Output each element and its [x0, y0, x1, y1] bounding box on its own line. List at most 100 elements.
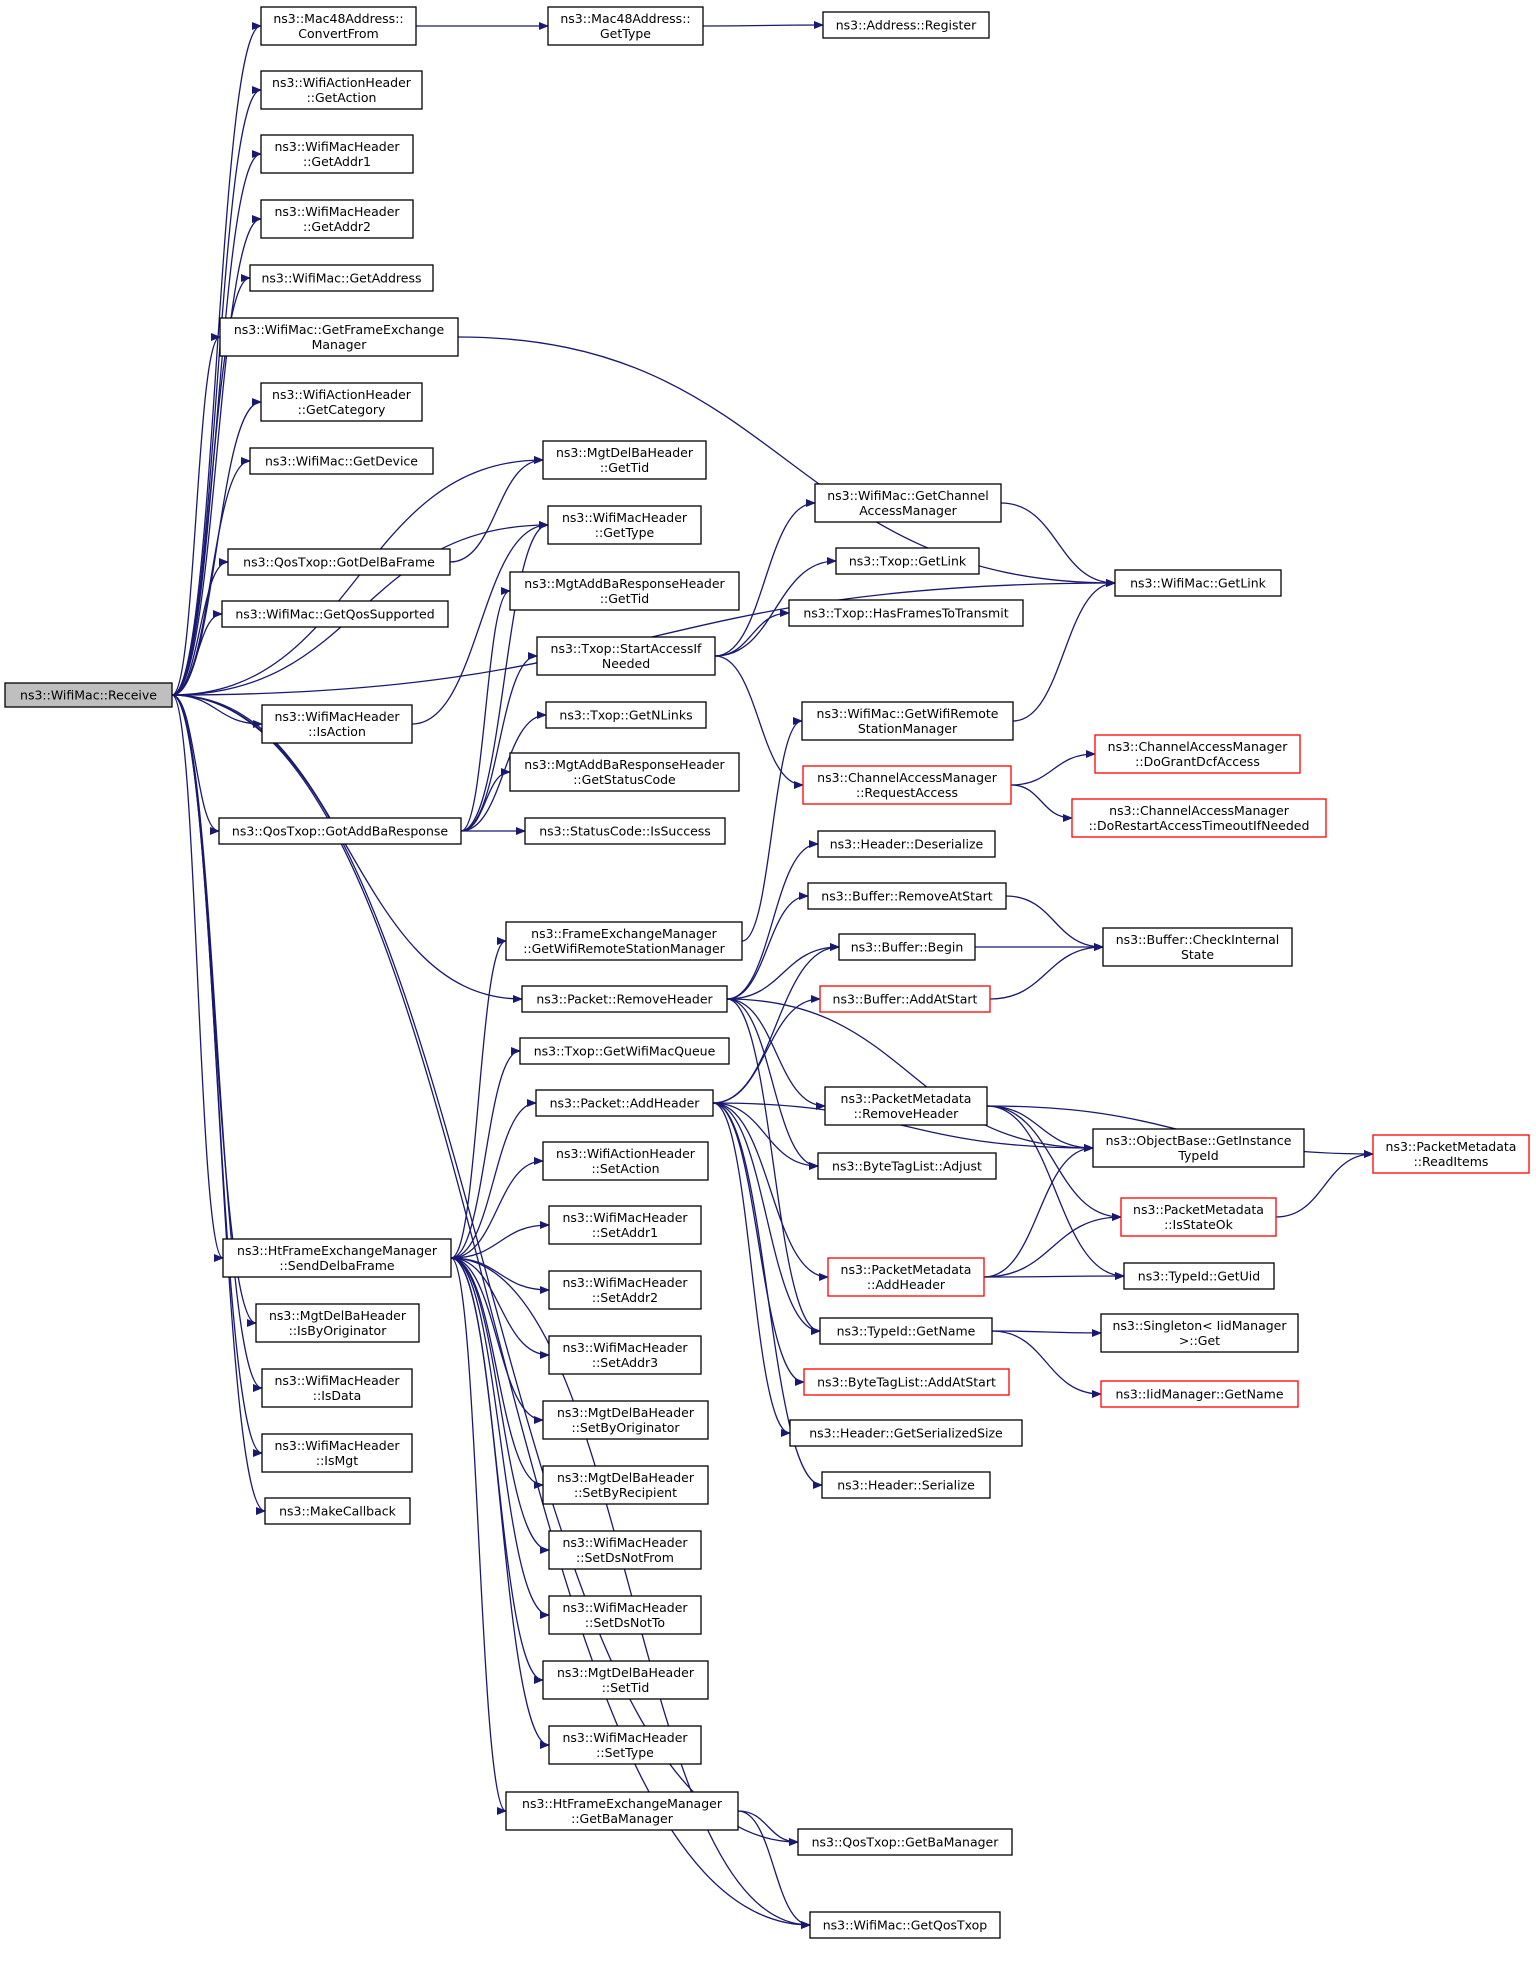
function-node-isdata[interactable]: ns3::WifiMacHeader::IsData — [261, 1368, 413, 1408]
function-node-getaddr2[interactable]: ns3::WifiMacHeader::GetAddr2 — [260, 199, 414, 239]
function-node-getwifimacqueue[interactable]: ns3::Txop::GetWifiMacQueue — [519, 1037, 730, 1065]
function-node-getqostxop[interactable]: ns3::WifiMac::GetQosTxop — [809, 1911, 1001, 1939]
call-edge-senddelba-to-setaction — [450, 1157, 544, 1259]
function-node-getbamanager_fem[interactable]: ns3::HtFrameExchangeManager::GetBaManage… — [505, 1791, 739, 1831]
function-node-senddelba[interactable]: ns3::HtFrameExchangeManager::SendDelbaFr… — [222, 1238, 452, 1278]
function-node-typeid_getuid[interactable]: ns3::TypeId::GetUid — [1123, 1262, 1275, 1290]
function-node-getwrsm[interactable]: ns3::WifiMac::GetWifiRemoteStationManage… — [801, 701, 1014, 741]
function-node-setbyrecipient[interactable]: ns3::MgtDelBaHeader::SetByRecipient — [542, 1465, 709, 1505]
node-box — [788, 599, 1024, 627]
node-label-line: ns3::WifiMac::GetQosTxop — [823, 1918, 988, 1933]
function-node-getcategory[interactable]: ns3::WifiActionHeader::GetCategory — [260, 382, 423, 422]
call-edge-pkt_addheader-to-hdr_getsersize — [712, 1102, 791, 1437]
node-label-line: ::GetAddr2 — [303, 219, 371, 234]
function-node-makecallback[interactable]: ns3::MakeCallback — [264, 1497, 411, 1525]
function-node-buf_addatstart[interactable]: ns3::Buffer::AddAtStart — [819, 985, 991, 1013]
function-node-pkt_addheader[interactable]: ns3::Packet::AddHeader — [535, 1089, 714, 1117]
function-node-pkt_removeheader[interactable]: ns3::Packet::RemoveHeader — [521, 985, 728, 1013]
function-node-gotaddba[interactable]: ns3::QosTxop::GotAddBaResponse — [218, 817, 462, 845]
function-node-getnlinks[interactable]: ns3::Txop::GetNLinks — [545, 701, 707, 729]
function-node-hasframes[interactable]: ns3::Txop::HasFramesToTransmit — [788, 599, 1024, 627]
node-label-line: ns3::MgtDelBaHeader — [269, 1308, 407, 1323]
function-node-settype[interactable]: ns3::WifiMacHeader::SetType — [548, 1725, 702, 1765]
function-node-dorestart[interactable]: ns3::ChannelAccessManager::DoRestartAcce… — [1071, 798, 1327, 838]
function-node-register[interactable]: ns3::Address::Register — [822, 11, 990, 39]
function-node-hdr_serialize[interactable]: ns3::Header::Serialize — [821, 1471, 991, 1499]
function-node-singleton_get[interactable]: ns3::Singleton< IidManager>::Get — [1100, 1313, 1299, 1353]
function-node-btl_addatstart[interactable]: ns3::ByteTagList::AddAtStart — [803, 1368, 1010, 1396]
node-box — [509, 752, 740, 792]
node-box — [797, 1828, 1013, 1856]
node-box — [255, 1303, 420, 1343]
function-node-buf_begin[interactable]: ns3::Buffer::Begin — [838, 933, 976, 961]
function-node-convertfrom[interactable]: ns3::Mac48Address::ConvertFrom — [260, 6, 417, 46]
call-edge-gottdelba-to-delba_gettid — [449, 456, 544, 563]
node-label-line: ns3::MgtAddBaResponseHeader — [524, 576, 725, 591]
function-node-setaddr1[interactable]: ns3::WifiMacHeader::SetAddr1 — [548, 1205, 702, 1245]
function-node-pm_addheader[interactable]: ns3::PacketMetadata::AddHeader — [827, 1257, 985, 1297]
function-node-setaddr2[interactable]: ns3::WifiMacHeader::SetAddr2 — [548, 1270, 702, 1310]
function-node-setaddr3[interactable]: ns3::WifiMacHeader::SetAddr3 — [548, 1335, 702, 1375]
node-box — [838, 933, 976, 961]
function-node-requestaccess[interactable]: ns3::ChannelAccessManager::RequestAccess — [802, 765, 1012, 805]
call-edge-pkt_removeheader-to-hdr_deserialize — [726, 840, 819, 1000]
node-label-line: ns3::PacketMetadata — [1386, 1139, 1517, 1154]
call-edge-getbamanager_fem-to-getqostxop — [737, 1810, 811, 1929]
function-node-qos_getbamanager[interactable]: ns3::QosTxop::GetBaManager — [797, 1828, 1013, 1856]
call-edge-pm_isstateok-to-pm_readitems — [1275, 1150, 1374, 1218]
function-node-txop_getlink[interactable]: ns3::Txop::GetLink — [835, 547, 980, 575]
function-node-setaction[interactable]: ns3::WifiActionHeader::SetAction — [542, 1141, 709, 1181]
node-label-line: ns3::PacketMetadata — [1133, 1202, 1264, 1217]
function-node-hdr_getsersize[interactable]: ns3::Header::GetSerializedSize — [789, 1419, 1023, 1447]
function-node-setdsnotto[interactable]: ns3::WifiMacHeader::SetDsNotTo — [548, 1595, 702, 1635]
node-label-line: ::RequestAccess — [856, 785, 958, 800]
function-node-receive[interactable]: ns3::WifiMac::Receive — [4, 682, 173, 708]
function-node-pm_isstateok[interactable]: ns3::PacketMetadata::IsStateOk — [1120, 1197, 1277, 1237]
function-node-delba_settid[interactable]: ns3::MgtDelBaHeader::SetTid — [542, 1660, 709, 1700]
function-node-ismgt[interactable]: ns3::WifiMacHeader::IsMgt — [261, 1433, 413, 1473]
function-node-getaddr1[interactable]: ns3::WifiMacHeader::GetAddr1 — [260, 134, 414, 174]
function-node-getdevice[interactable]: ns3::WifiMac::GetDevice — [249, 447, 434, 475]
function-node-buf_removeatstart[interactable]: ns3::Buffer::RemoveAtStart — [807, 882, 1007, 910]
node-label-line: ::GetAction — [307, 90, 377, 105]
function-node-addbaresp_gettid[interactable]: ns3::MgtAddBaResponseHeader::GetTid — [509, 571, 740, 611]
function-node-iid_getname[interactable]: ns3::IidManager::GetName — [1100, 1380, 1299, 1408]
node-label-line: ns3::Header::Deserialize — [830, 837, 984, 852]
function-node-setdsnotfrom[interactable]: ns3::WifiMacHeader::SetDsNotFrom — [548, 1530, 702, 1570]
call-edge-typeid_getname-to-iid_getname — [991, 1330, 1102, 1398]
function-node-setbyoriginator[interactable]: ns3::MgtDelBaHeader::SetByOriginator — [542, 1400, 709, 1440]
function-node-dogrant[interactable]: ns3::ChannelAccessManager::DoGrantDcfAcc… — [1094, 734, 1301, 774]
function-node-pm_readitems[interactable]: ns3::PacketMetadata::ReadItems — [1372, 1134, 1530, 1174]
function-node-delba_gettid[interactable]: ns3::MgtDelBaHeader::GetTid — [542, 440, 707, 480]
node-label-line: ::SetByRecipient — [574, 1485, 677, 1500]
node-label-line: ns3::HtFrameExchangeManager — [522, 1796, 723, 1811]
call-edge-pkt_removeheader-to-pm_removeheader — [726, 998, 826, 1110]
node-box — [260, 134, 414, 174]
function-node-btl_adjust[interactable]: ns3::ByteTagList::Adjust — [817, 1152, 997, 1180]
function-node-issuccess[interactable]: ns3::StatusCode::IsSuccess — [524, 817, 726, 845]
function-node-typeid_getname[interactable]: ns3::TypeId::GetName — [819, 1317, 993, 1345]
function-node-isbyoriginator[interactable]: ns3::MgtDelBaHeader::IsByOriginator — [255, 1303, 420, 1343]
function-node-gettype48[interactable]: ns3::Mac48Address::GetType — [547, 6, 704, 46]
function-node-getaddress[interactable]: ns3::WifiMac::GetAddress — [249, 264, 434, 292]
function-node-getstatuscode[interactable]: ns3::MgtAddBaResponseHeader::GetStatusCo… — [509, 752, 740, 792]
function-node-hdr_gettype[interactable]: ns3::WifiMacHeader::GetType — [547, 505, 702, 545]
function-node-pm_removeheader[interactable]: ns3::PacketMetadata::RemoveHeader — [824, 1086, 988, 1126]
call-edge-pkt_removeheader-to-btl_adjust — [726, 998, 819, 1170]
function-node-gottdelba[interactable]: ns3::QosTxop::GotDelBaFrame — [227, 548, 451, 576]
call-edge-pkt_addheader-to-buf_begin — [712, 943, 840, 1104]
node-label-line: ns3::QosTxop::GotAddBaResponse — [232, 824, 448, 839]
function-node-getqossupported[interactable]: ns3::WifiMac::GetQosSupported — [221, 600, 449, 628]
function-node-isaction[interactable]: ns3::WifiMacHeader::IsAction — [261, 704, 413, 744]
function-node-hdr_deserialize[interactable]: ns3::Header::Deserialize — [817, 830, 996, 858]
function-node-getaction[interactable]: ns3::WifiActionHeader::GetAction — [260, 70, 423, 110]
call-edge-senddelba-to-setaddr1 — [450, 1221, 550, 1259]
function-node-mac_getlink[interactable]: ns3::WifiMac::GetLink — [1114, 569, 1282, 597]
function-node-fem_getwrsm[interactable]: ns3::FrameExchangeManager::GetWifiRemote… — [505, 921, 743, 961]
node-box — [809, 1911, 1001, 1939]
